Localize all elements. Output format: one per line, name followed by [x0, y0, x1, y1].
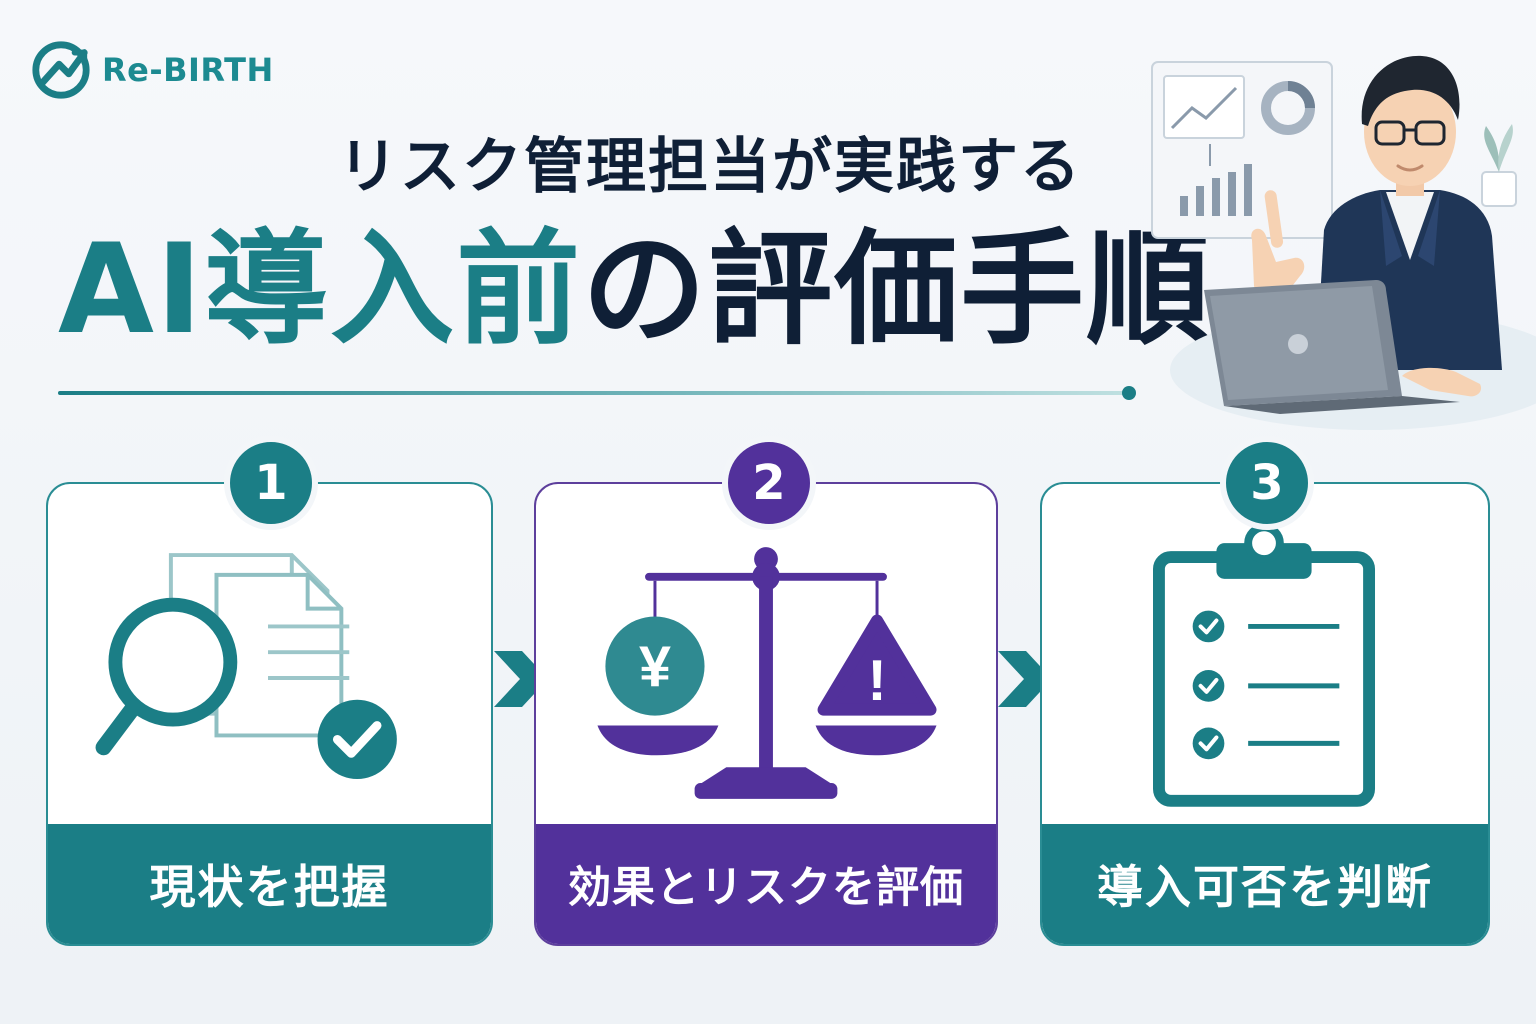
yen-symbol: ¥ [639, 635, 671, 699]
warning-icon [817, 614, 937, 716]
step-label-3: 導入可否を判断 [1042, 824, 1488, 944]
yen-coin-icon [605, 616, 705, 716]
magnifier-document-check-icon [95, 553, 397, 780]
step-card-3: 導入可否を判断 [1040, 482, 1490, 946]
step-number-badge-3: 3 [1220, 436, 1314, 530]
step-card-1: 現状を把握 [46, 482, 493, 946]
plant-icon [1481, 124, 1517, 207]
subtitle: リスク管理担当が実践する [338, 132, 1082, 202]
balance-scale-icon: ¥ ! [597, 547, 937, 799]
warning-symbol: ! [867, 649, 886, 713]
laptop-icon [1204, 280, 1460, 414]
step-label-1: 現状を把握 [48, 824, 491, 944]
brand-logo: Re-BIRTH [30, 38, 274, 102]
title-underline [58, 391, 1128, 395]
step-card-2: ¥ ! 効果とリスクを評価 [534, 482, 998, 946]
title-accent: AI導入前 [58, 218, 583, 362]
logo-mark-icon [32, 41, 90, 99]
clipboard-checklist-icon [1153, 523, 1376, 807]
step-number-badge-1: 1 [224, 436, 318, 530]
dashboard-board-icon [1151, 61, 1333, 239]
title-rest: の評価手順 [582, 218, 1213, 362]
step-label-2: 効果とリスクを評価 [536, 824, 996, 944]
chevron-right-icon [998, 651, 1052, 707]
page-title: AI導入前の評価手順 [58, 228, 1212, 352]
brand-name: Re-BIRTH [102, 51, 274, 89]
title-underline-dot [1122, 386, 1136, 400]
person-with-laptop-illustration [1151, 55, 1536, 430]
step-number-badge-2: 2 [722, 436, 816, 530]
